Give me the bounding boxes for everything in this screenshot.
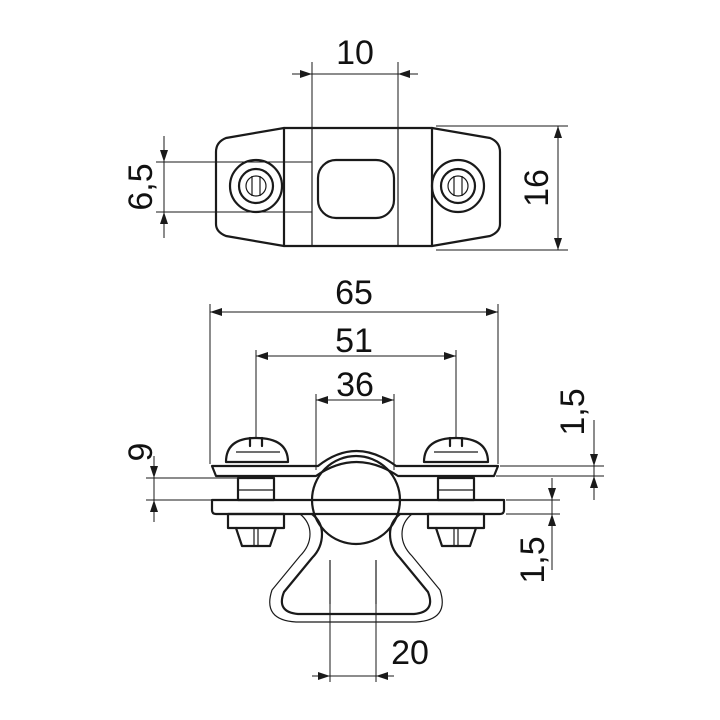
dim-clip-height-label: 9 <box>122 443 160 462</box>
dim-overall-length: 65 <box>209 274 499 464</box>
top-view-slot <box>316 158 396 220</box>
lower-loop-inner <box>269 513 443 623</box>
dim-loop-width: 20 <box>312 604 429 682</box>
top-clip-strap <box>210 449 500 478</box>
top-view-right-screw <box>430 158 486 214</box>
dim-hole-distance-label: 51 <box>335 322 373 360</box>
top-view: 10 6,5 16 <box>122 34 568 251</box>
top-view-base-plate <box>214 126 502 248</box>
dim-hole-spacing-label: 6,5 <box>122 163 160 210</box>
dim-plate-thickness-bottom: 1,5 <box>506 478 560 584</box>
dim-pipe-diameter-label: 36 <box>336 366 374 404</box>
right-screw <box>422 436 490 548</box>
dim-pipe-diameter: 36 <box>315 366 395 470</box>
side-view: 65 51 36 9 <box>122 274 604 682</box>
dim-plate-width-label: 16 <box>518 169 556 207</box>
left-screw <box>224 436 290 548</box>
dim-overall-length-label: 65 <box>335 274 373 312</box>
pipe-section <box>310 454 402 546</box>
base-plate <box>210 498 506 516</box>
lower-loop <box>280 512 432 616</box>
dim-clip-height: 9 <box>122 443 238 522</box>
top-view-left-screw <box>228 158 284 214</box>
dim-slot-width-label: 10 <box>336 34 374 72</box>
dim-plate-width: 16 <box>436 125 568 251</box>
dim-plate-thickness-top: 1,5 <box>496 388 604 500</box>
dim-slot-width: 10 <box>292 34 418 160</box>
dim-plate-thickness-top-label: 1,5 <box>554 388 592 435</box>
dim-hole-spacing: 6,5 <box>122 136 312 238</box>
dim-plate-thickness-bottom-label: 1,5 <box>514 536 552 583</box>
dim-loop-width-label: 20 <box>391 634 429 672</box>
dim-hole-distance: 51 <box>255 322 457 438</box>
